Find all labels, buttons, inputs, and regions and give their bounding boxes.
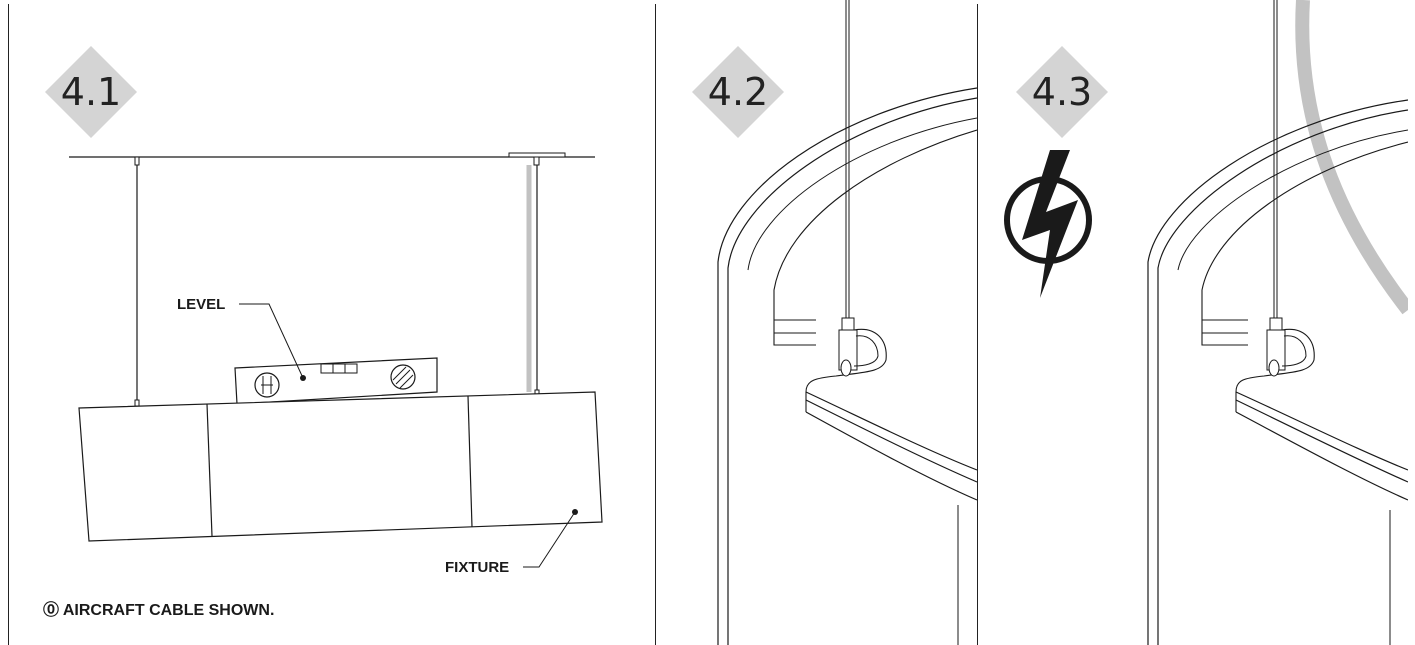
level-label: LEVEL [177,296,226,313]
step-number: 4.3 [1031,70,1093,114]
power-connection-illustration [1147,0,1408,645]
step-panel-4-1: 4.1 [9,0,655,645]
level-leader-line [239,303,304,379]
panel-divider-2 [977,4,978,645]
level-tool [234,357,438,405]
step-badge: 4.3 [1016,46,1108,138]
ceiling-canopy [508,152,566,158]
step-badge: 4.1 [45,46,137,138]
electrical-hazard-icon [1004,150,1092,298]
diamond-shape [692,46,784,138]
fixture-body [78,391,603,542]
step-panel-4-3: 4.3 [978,0,1408,645]
fixture-label: FIXTURE [445,559,510,576]
step-badge: 4.2 [692,46,784,138]
step-number: 4.1 [60,70,122,114]
aircraft-cable-note: ⓪ AIRCRAFT CABLE SHOWN. [43,596,274,620]
diamond-shape [45,46,137,138]
fixture-level-illustration [69,152,603,568]
power-cord [1295,0,1408,315]
diamond-shape [1016,46,1108,138]
ceiling-gripper-right [533,156,540,166]
ceiling-gripper-left [134,156,140,166]
note-text: ⓪ AIRCRAFT CABLE SHOWN. [43,602,275,619]
canopy-closeup-illustration [717,0,977,645]
fixture-leader-line [523,511,576,568]
step-number: 4.2 [707,70,769,114]
panel-divider-1 [655,4,656,645]
step-panel-4-2: 4.2 [656,0,977,645]
